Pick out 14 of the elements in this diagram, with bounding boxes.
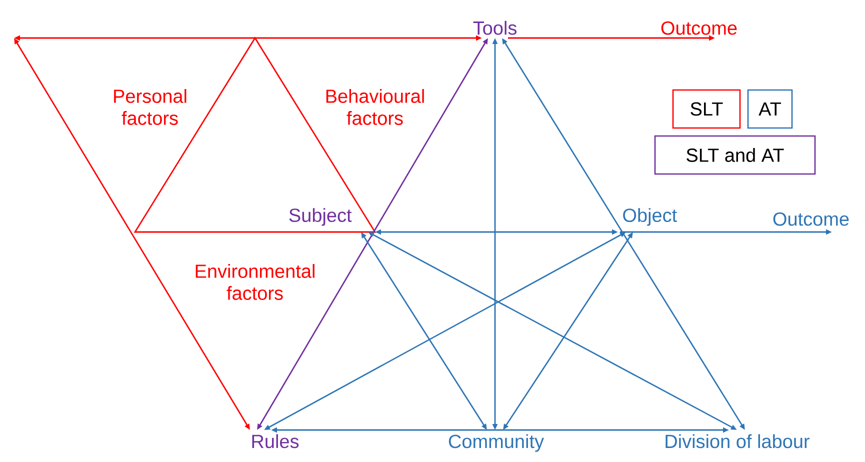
- vertex-label: Rules: [252, 434, 299, 448]
- vertex-label: Outcome: [773, 212, 849, 226]
- vertex-label: Tools: [473, 20, 516, 35]
- factor-label: Behavioural factors: [326, 89, 424, 125]
- vertex-label: Community: [448, 434, 544, 452]
- factor-label: Personal factors: [114, 89, 186, 125]
- vertex-label: Object: [623, 208, 677, 226]
- vertex-label: Division of labour: [666, 434, 810, 448]
- legend-item: AT: [747, 89, 793, 129]
- factor-label: Environmental factors: [196, 264, 314, 300]
- legend-item: SLT: [672, 89, 741, 129]
- legend-item: SLT and AT: [654, 135, 816, 175]
- vertex-label: Subject: [289, 208, 352, 226]
- vertex-label: Outcome: [661, 21, 737, 35]
